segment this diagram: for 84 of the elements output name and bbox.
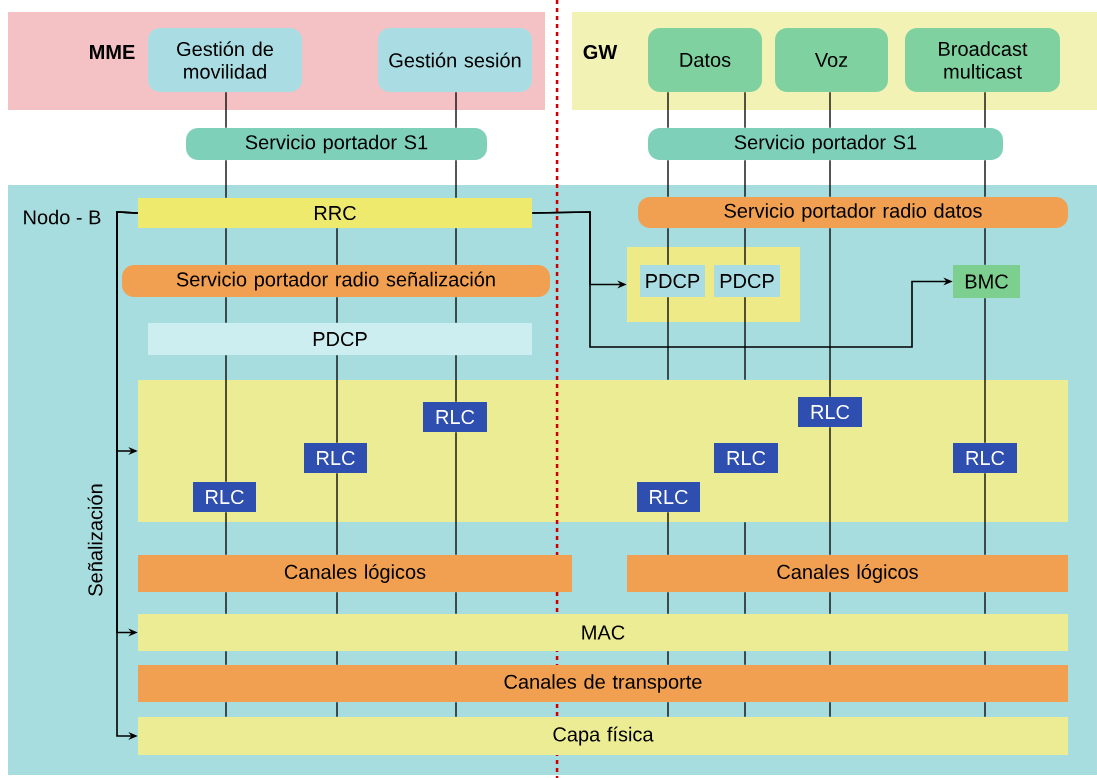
channel-line bbox=[225, 511, 227, 556]
channel-line bbox=[336, 227, 338, 266]
channel-line bbox=[829, 159, 831, 198]
rlc-box: RLC bbox=[423, 402, 487, 432]
channel-line bbox=[667, 511, 669, 556]
channel-line bbox=[744, 521, 746, 556]
channel-line bbox=[455, 91, 457, 129]
channel-line bbox=[829, 591, 831, 615]
rlc-box: RLC bbox=[304, 443, 367, 473]
rlc-box: RLC bbox=[798, 397, 862, 427]
bearer-pill: Servicio portador radio señalización bbox=[122, 265, 550, 297]
channel-line bbox=[225, 701, 227, 718]
channel-line bbox=[744, 159, 746, 198]
channel-line bbox=[667, 159, 669, 198]
channel-line bbox=[744, 296, 746, 381]
channel-line bbox=[455, 591, 457, 615]
rlc-box: RLC bbox=[193, 482, 256, 512]
layer-bar: Canales de transporte bbox=[138, 665, 1068, 702]
channel-line bbox=[829, 650, 831, 666]
function-box: Gestión sesión bbox=[378, 28, 532, 92]
channel-line bbox=[829, 227, 831, 398]
channel-line bbox=[667, 227, 669, 266]
channel-line bbox=[984, 472, 986, 556]
channel-line bbox=[225, 91, 227, 129]
channel-line bbox=[225, 159, 227, 199]
channel-line bbox=[829, 426, 831, 556]
channel-line bbox=[744, 91, 746, 129]
channel-line bbox=[984, 227, 986, 266]
channel-line bbox=[744, 650, 746, 666]
layer-bar: PDCP bbox=[714, 265, 780, 297]
channel-line bbox=[984, 159, 986, 198]
channel-line bbox=[336, 472, 338, 556]
function-box: Voz bbox=[775, 28, 888, 92]
group-box bbox=[138, 380, 1068, 522]
channel-line bbox=[744, 701, 746, 718]
bearer-pill: Servicio portador S1 bbox=[648, 128, 1003, 160]
channel-line bbox=[225, 227, 227, 266]
channel-line bbox=[744, 227, 746, 266]
channel-line bbox=[455, 227, 457, 266]
layer-bar: Canales lógicos bbox=[627, 555, 1068, 592]
function-box: Gestión de movilidad bbox=[148, 28, 302, 92]
channel-line bbox=[984, 591, 986, 615]
layer-bar: BMC bbox=[953, 265, 1020, 298]
channel-line bbox=[455, 296, 457, 324]
channel-line bbox=[455, 354, 457, 403]
channel-line bbox=[225, 591, 227, 615]
rlc-box: RLC bbox=[637, 482, 700, 512]
bearer-pill: Servicio portador S1 bbox=[186, 128, 487, 160]
channel-line bbox=[984, 650, 986, 666]
channel-line bbox=[336, 701, 338, 718]
layer-bar: Capa física bbox=[138, 717, 1068, 755]
channel-line bbox=[984, 297, 986, 444]
channel-line bbox=[225, 296, 227, 324]
channel-line bbox=[336, 296, 338, 324]
channel-line bbox=[744, 591, 746, 615]
function-box: Datos bbox=[648, 28, 762, 92]
channel-line bbox=[336, 591, 338, 615]
channel-line bbox=[667, 591, 669, 615]
layer-bar: Canales lógicos bbox=[138, 555, 572, 592]
rlc-box: RLC bbox=[953, 443, 1017, 473]
side-label: Señalización bbox=[87, 484, 103, 596]
channel-line bbox=[667, 650, 669, 666]
channel-line bbox=[667, 296, 669, 381]
channel-line bbox=[336, 650, 338, 666]
layer-bar: PDCP bbox=[640, 265, 705, 297]
bearer-pill: Servicio portador radio datos bbox=[638, 197, 1068, 228]
channel-line bbox=[336, 354, 338, 444]
layer-bar: PDCP bbox=[148, 323, 532, 355]
function-box: Broadcast multicast bbox=[905, 28, 1060, 92]
channel-line bbox=[225, 354, 227, 483]
channel-line bbox=[455, 431, 457, 556]
channel-line bbox=[455, 701, 457, 718]
rlc-box: RLC bbox=[714, 443, 778, 473]
channel-line bbox=[984, 91, 986, 129]
channel-line bbox=[667, 91, 669, 129]
layer-bar: RRC bbox=[138, 198, 532, 228]
channel-line bbox=[829, 701, 831, 718]
channel-line bbox=[829, 91, 831, 129]
channel-line bbox=[225, 650, 227, 666]
channel-line bbox=[984, 701, 986, 718]
channel-line bbox=[455, 159, 457, 199]
channel-line bbox=[455, 650, 457, 666]
layer-bar: MAC bbox=[138, 614, 1068, 651]
channel-line bbox=[667, 701, 669, 718]
